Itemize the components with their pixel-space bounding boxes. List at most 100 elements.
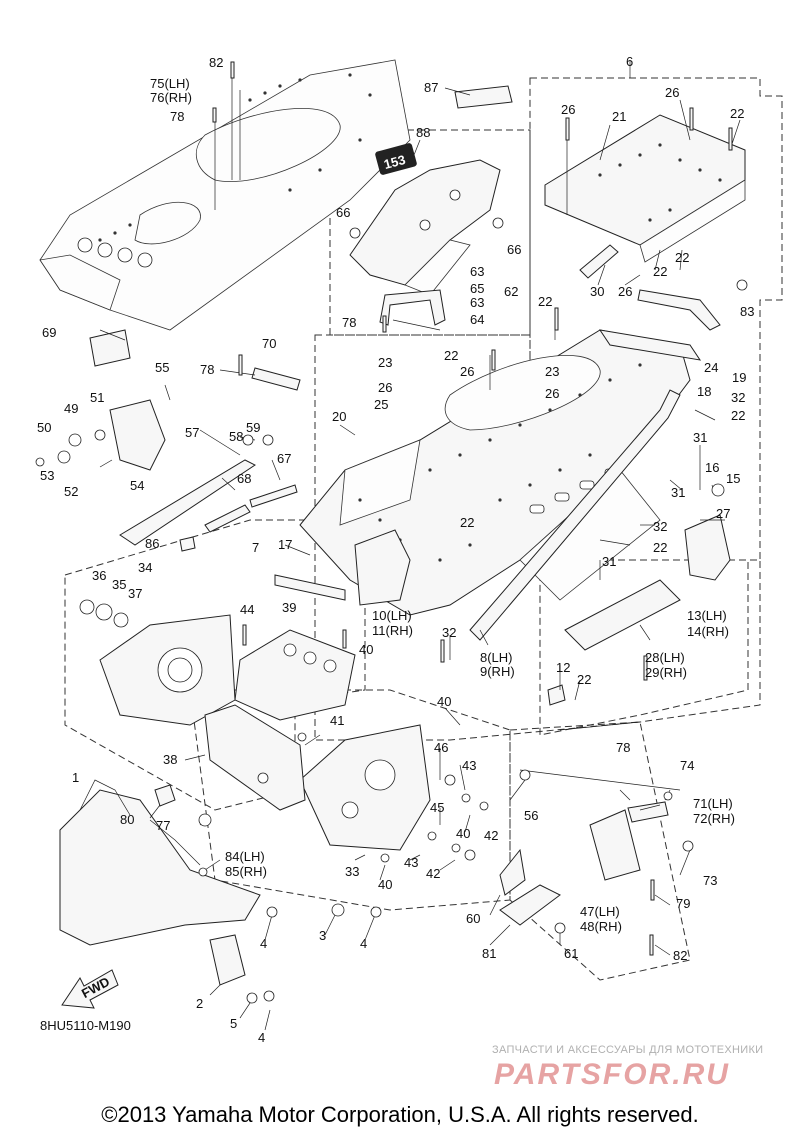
callout-32: 32 bbox=[442, 625, 456, 640]
callout-82: 82 bbox=[209, 55, 223, 70]
callout-55: 55 bbox=[155, 360, 169, 375]
callout-66: 66 bbox=[507, 242, 521, 257]
decal-text: 153 bbox=[382, 152, 407, 172]
callout-63: 63 bbox=[470, 264, 484, 279]
callout-22: 22 bbox=[731, 408, 745, 423]
callout-22: 22 bbox=[675, 250, 689, 265]
callout-33: 33 bbox=[345, 864, 359, 879]
callout-21: 21 bbox=[612, 109, 626, 124]
callout-4: 4 bbox=[360, 936, 367, 951]
fasteners bbox=[35, 61, 748, 1004]
callout-52: 52 bbox=[64, 484, 78, 499]
callout-41: 41 bbox=[330, 713, 344, 728]
callout-12: 12 bbox=[556, 660, 570, 675]
callout-46: 46 bbox=[434, 740, 448, 755]
bracket-47-48 bbox=[589, 809, 641, 881]
bracket-54 bbox=[109, 399, 166, 471]
callout-62: 62 bbox=[504, 284, 518, 299]
callout-67: 67 bbox=[277, 451, 291, 466]
bracket-2 bbox=[209, 934, 246, 986]
fwd-arrow: FWD bbox=[61, 969, 119, 1009]
callout-60: 60 bbox=[466, 911, 480, 926]
callout-22: 22 bbox=[460, 515, 474, 530]
group-box-left bbox=[64, 519, 366, 811]
callout-84: 84(LH) bbox=[225, 849, 265, 864]
callout-72: 72(RH) bbox=[693, 811, 735, 826]
callout-78: 78 bbox=[170, 109, 184, 124]
callout-19: 19 bbox=[732, 370, 746, 385]
callout-5: 5 bbox=[230, 1016, 237, 1031]
cooler-39 bbox=[234, 629, 356, 721]
callout-44: 44 bbox=[240, 602, 254, 617]
callout-81: 81 bbox=[482, 946, 496, 961]
support-13-14 bbox=[684, 514, 731, 581]
callout-75: 75(LH) bbox=[150, 76, 190, 91]
callout-27: 27 bbox=[716, 506, 730, 521]
callout-28: 28(LH) bbox=[645, 650, 685, 665]
callout-40: 40 bbox=[437, 694, 451, 709]
callout-1: 1 bbox=[72, 770, 79, 785]
callout-85: 85(RH) bbox=[225, 864, 267, 879]
callout-8: 8(LH) bbox=[480, 650, 513, 665]
callout-43: 43 bbox=[404, 855, 418, 870]
bracket-71-72 bbox=[627, 801, 669, 823]
callout-14: 14(RH) bbox=[687, 624, 729, 639]
callout-76: 76(RH) bbox=[150, 90, 192, 105]
callout-40: 40 bbox=[359, 642, 373, 657]
callout-22: 22 bbox=[538, 294, 552, 309]
callout-86: 86 bbox=[145, 536, 159, 551]
group-box-62 bbox=[329, 129, 531, 336]
decal-88: 153 bbox=[375, 143, 417, 175]
callout-53: 53 bbox=[40, 468, 54, 483]
seal-36 bbox=[79, 599, 95, 615]
callout-39: 39 bbox=[282, 600, 296, 615]
callout-78: 78 bbox=[200, 362, 214, 377]
callout-26: 26 bbox=[545, 386, 559, 401]
callout-40: 40 bbox=[456, 826, 470, 841]
callout-31: 31 bbox=[602, 554, 616, 569]
callout-78: 78 bbox=[616, 740, 630, 755]
callout-54: 54 bbox=[130, 478, 144, 493]
callout-43: 43 bbox=[462, 758, 476, 773]
callout-22: 22 bbox=[730, 106, 744, 121]
bracket-17 bbox=[274, 574, 346, 601]
callout-17: 17 bbox=[278, 537, 292, 552]
callout-70: 70 bbox=[262, 336, 276, 351]
callout-32: 32 bbox=[653, 519, 667, 534]
callout-80: 80 bbox=[120, 812, 134, 827]
seal-37 bbox=[113, 612, 129, 628]
callout-26: 26 bbox=[460, 364, 474, 379]
rail-8-9 bbox=[469, 389, 681, 641]
callout-79: 79 bbox=[676, 896, 690, 911]
callout-35: 35 bbox=[112, 577, 126, 592]
callout-64: 64 bbox=[470, 312, 484, 327]
callout-15: 15 bbox=[726, 471, 740, 486]
callout-4: 4 bbox=[260, 936, 267, 951]
callout-51: 51 bbox=[90, 390, 104, 405]
watermark-logo: PARTSFOR.RU bbox=[494, 1058, 730, 1091]
bumper-57 bbox=[119, 459, 256, 546]
plate-69 bbox=[89, 329, 131, 367]
bearing-35 bbox=[95, 603, 113, 621]
front-frame-1 bbox=[59, 779, 261, 946]
copyright-footer: ©2013 Yamaha Motor Corporation, U.S.A. A… bbox=[101, 1102, 699, 1127]
callout-42: 42 bbox=[484, 828, 498, 843]
callout-30: 30 bbox=[590, 284, 604, 299]
callout-16: 16 bbox=[705, 460, 719, 475]
callout-25: 25 bbox=[374, 397, 388, 412]
bracket-10-11 bbox=[354, 529, 411, 606]
callout-38: 38 bbox=[163, 752, 177, 767]
callout-23: 23 bbox=[378, 355, 392, 370]
callout-42: 42 bbox=[426, 866, 440, 881]
callout-74: 74 bbox=[680, 758, 694, 773]
callout-2: 2 bbox=[196, 996, 203, 1011]
callout-22: 22 bbox=[444, 348, 458, 363]
running-board-28-29 bbox=[564, 579, 681, 651]
callout-26: 26 bbox=[378, 380, 392, 395]
callout-87: 87 bbox=[424, 80, 438, 95]
block-86 bbox=[179, 536, 196, 552]
callout-49: 49 bbox=[64, 401, 78, 416]
shield-81 bbox=[499, 884, 561, 926]
callout-83: 83 bbox=[740, 304, 754, 319]
